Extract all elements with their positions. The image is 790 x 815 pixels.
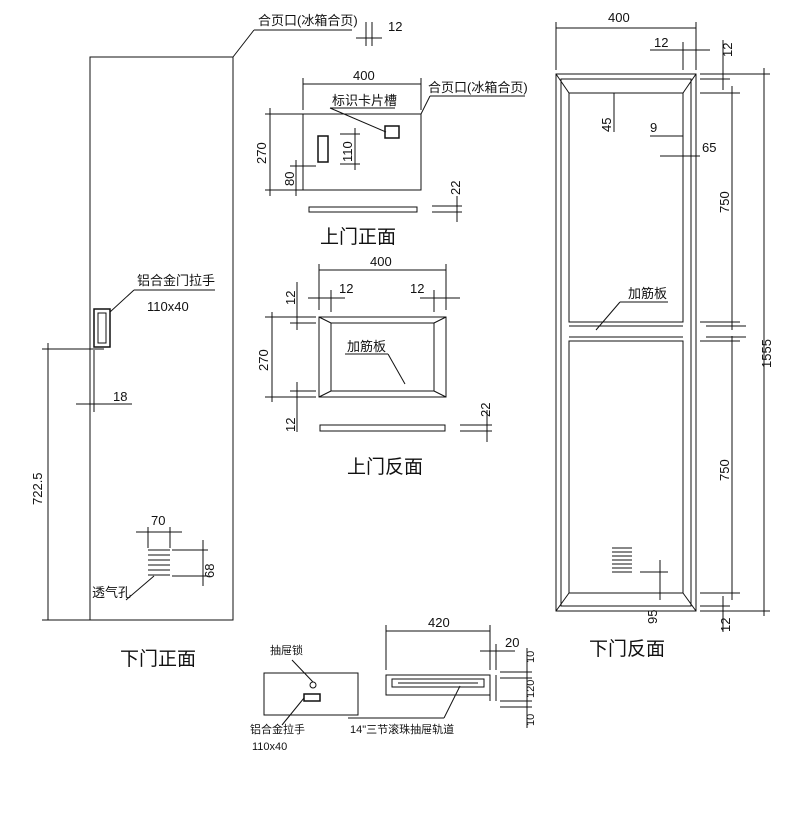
- upper-front-edge: [308, 206, 418, 213]
- rear-door-panel: [555, 73, 697, 612]
- rear-750b-dim: 750: [717, 459, 732, 481]
- rear-95-dim: 95: [645, 610, 660, 624]
- lower-door-panel: [89, 56, 234, 621]
- upper-back-height-dim: 270: [256, 349, 271, 371]
- rear-45-dim: 45: [599, 118, 614, 132]
- lower-door-front-view: 合页口(冰箱合页) 12 铝合金门拉手 110x40 18 722.5: [30, 13, 402, 670]
- handle-size-label: 110x40: [147, 299, 189, 314]
- rear-vent-icon: [612, 547, 632, 573]
- rear-1555-dim: 1555: [759, 339, 774, 368]
- handle-offset-dim: 18: [113, 389, 127, 404]
- upper-front-thk-dim: 22: [448, 181, 463, 195]
- card-slot-label: 标识卡片槽: [332, 93, 397, 108]
- lower-front-caption: 下门正面: [120, 648, 196, 670]
- upper-front-height-dim: 270: [254, 142, 269, 164]
- upper-back-12a: 12: [339, 281, 353, 296]
- drawer-side-panel: [385, 674, 491, 696]
- vent-icon: [148, 549, 170, 576]
- upper-back-12d: 12: [283, 418, 298, 432]
- rear-9-dim: 9: [650, 120, 657, 135]
- drawer-rail-label: 14"三节滚珠抽屉轨道: [350, 722, 454, 736]
- drawer-20-dim: 20: [505, 635, 519, 650]
- upper-front-width-dim: 400: [353, 68, 375, 83]
- rear-12b: 12: [720, 43, 735, 57]
- hinge-notch-dim: 12: [388, 19, 402, 34]
- upper-back-12b: 12: [410, 281, 424, 296]
- drawer-handle-size: 110x40: [252, 741, 287, 753]
- handle-label: 铝合金门拉手: [137, 273, 215, 288]
- drawer-120-dim: 120: [525, 680, 537, 698]
- lower-door-rear-view: 400 12 12 45 9 65 750 加筋板 1555: [555, 10, 774, 660]
- drawer-10b-dim: 10: [525, 714, 537, 726]
- upper-back-edge: [319, 424, 446, 432]
- vent-height-dim: 68: [202, 564, 217, 578]
- rib-label-rear: 加筋板: [628, 286, 667, 301]
- rear-65-dim: 65: [702, 140, 716, 155]
- vent-width-dim: 70: [151, 513, 165, 528]
- upper-back-12c: 12: [283, 291, 298, 305]
- drawer-handle-label: 铝合金拉手: [250, 722, 305, 736]
- upper-door-back-view: 400 12 12 12 270 12 加筋板 22 上门反面: [256, 254, 493, 478]
- lower-back-caption: 下门反面: [589, 638, 665, 660]
- rear-12c: 12: [718, 618, 733, 632]
- upper-hinge-label: 合页口(冰箱合页): [428, 80, 528, 95]
- card-slot-110-dim: 110: [340, 141, 355, 162]
- upper-back-thk-dim: 22: [478, 403, 493, 417]
- rear-12a: 12: [654, 35, 668, 50]
- rear-width-dim: 400: [608, 10, 630, 25]
- upper-back-width-dim: 400: [370, 254, 392, 269]
- handle-height-dim: 722.5: [30, 472, 45, 505]
- rear-750a-dim: 750: [717, 191, 732, 213]
- drawer-front-view: 抽屉锁 铝合金拉手 110x40: [250, 643, 359, 753]
- drawer-width-dim: 420: [428, 615, 450, 630]
- hinge-notch-label: 合页口(冰箱合页): [258, 13, 358, 28]
- upper-door-panel: [302, 113, 422, 191]
- door-handle-icon: [93, 308, 111, 348]
- upper-door-front-view: 400 合页口(冰箱合页) 标识卡片槽 270 110 80 22 上门正面: [254, 68, 528, 248]
- card-slot-80-dim: 80: [282, 172, 297, 186]
- drawer-10a-dim: 10: [525, 651, 537, 663]
- drawer-lock-label: 抽屉锁: [270, 643, 303, 657]
- drawer-side-view: 420 20 10 120 10 14"三节滚珠抽屉轨道: [348, 615, 537, 736]
- drawer-handle-icon: [303, 693, 321, 702]
- upper-handle-icon: [317, 135, 329, 163]
- upper-front-caption: 上门正面: [320, 226, 396, 248]
- upper-back-caption: 上门反面: [347, 456, 423, 478]
- upper-back-panel: [318, 316, 447, 398]
- vent-label: 透气孔: [92, 585, 131, 600]
- rib-label-upper: 加筋板: [347, 339, 386, 354]
